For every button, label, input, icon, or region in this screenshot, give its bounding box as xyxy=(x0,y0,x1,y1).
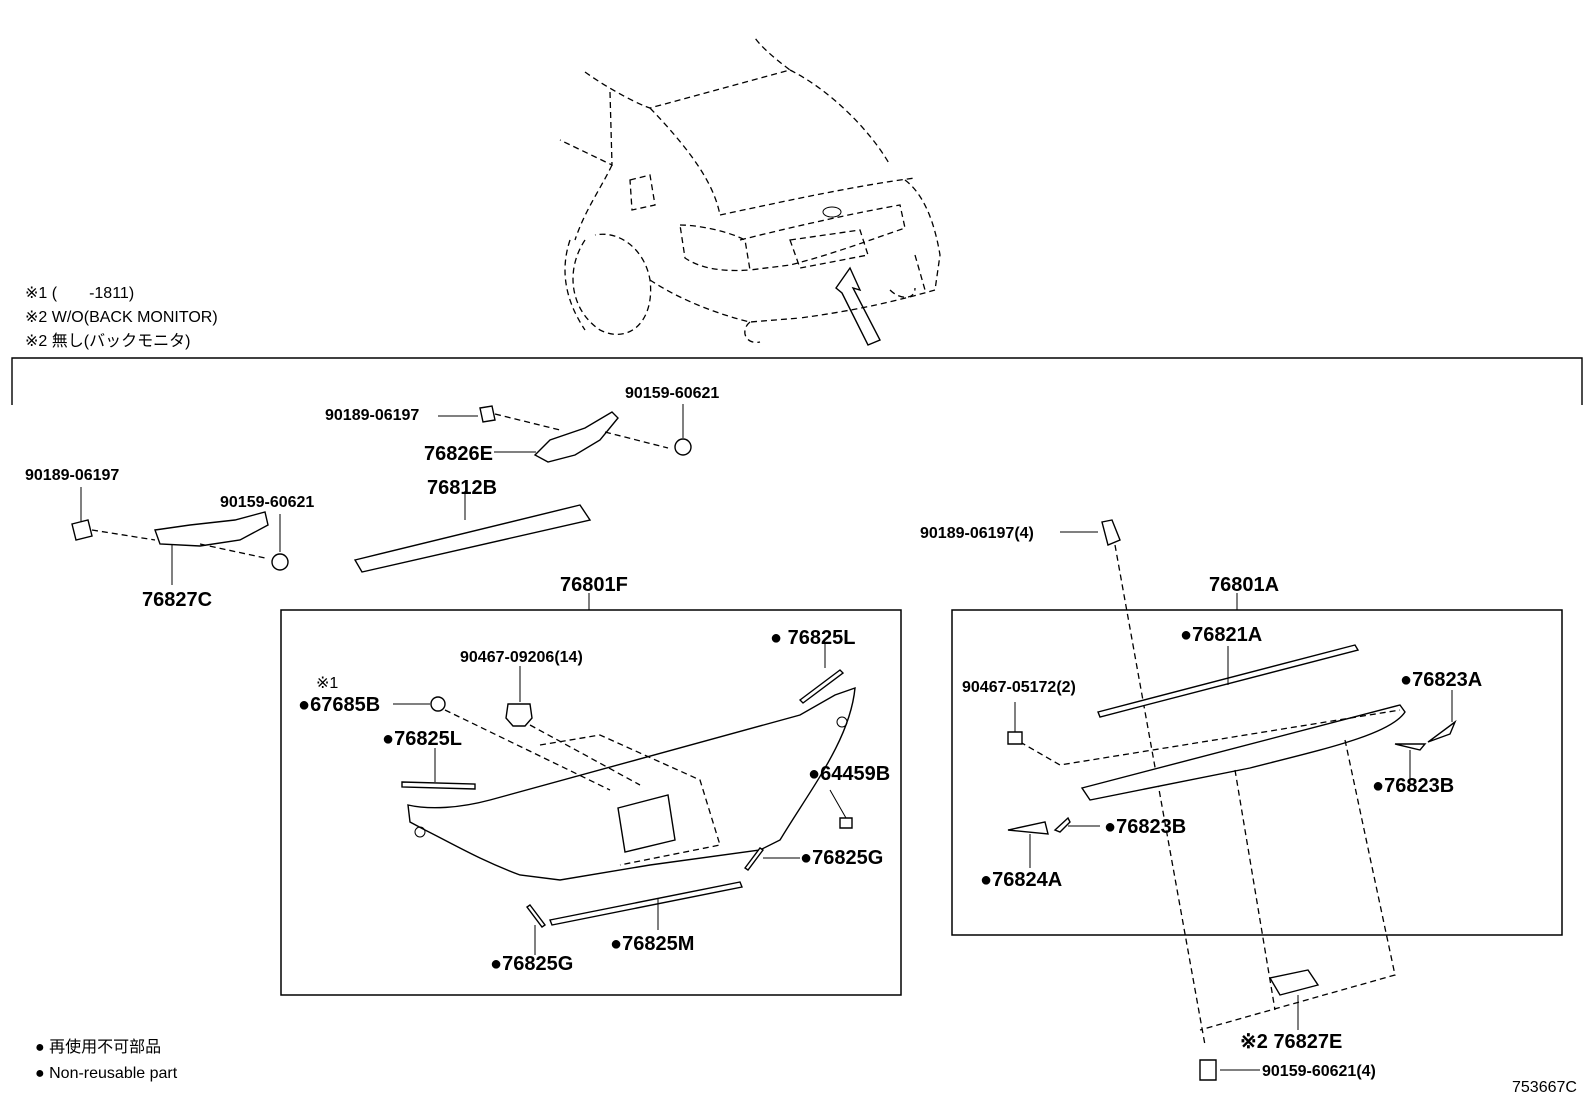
clip-90467-09206 xyxy=(505,703,533,727)
car-rear-illustration xyxy=(559,37,941,346)
garnish-76801A xyxy=(1080,704,1406,801)
label-90159-top: 90159-60621 xyxy=(625,385,719,402)
plate-recess xyxy=(617,794,676,853)
screw-90159-left xyxy=(271,553,289,571)
group-76827C xyxy=(71,487,289,585)
bracket-76827E xyxy=(1268,969,1320,996)
molding-76825L-b xyxy=(401,781,476,790)
label-76823B-b: ●76823B xyxy=(1104,816,1186,838)
drawing-id: 753667C xyxy=(1512,1079,1577,1096)
label-76827E: ※2 76827E xyxy=(1240,1031,1342,1053)
label-76821A: ●76821A xyxy=(1180,624,1262,646)
label-76825G-a: ●76825G xyxy=(800,847,883,869)
molding-76823B-a xyxy=(1394,743,1427,751)
legend-en: ● Non-reusable part xyxy=(35,1065,178,1082)
label-76825L-a: ● 76825L xyxy=(770,627,855,649)
section-bracket xyxy=(11,357,1583,405)
label-90159-4: 90159-60621(4) xyxy=(1262,1063,1376,1080)
label-76825G-b: ●76825G xyxy=(490,953,573,975)
molding-76825G-a xyxy=(743,847,765,871)
label-76823B-a: ●76823B xyxy=(1372,775,1454,797)
label-76801F: 76801F xyxy=(560,574,628,596)
label-76827C: 76827C xyxy=(142,589,212,611)
label-90467-05172: 90467-05172(2) xyxy=(962,679,1076,696)
label-67685B: ●67685B xyxy=(298,694,380,716)
label-76826E: 76826E xyxy=(424,443,493,465)
label-90189-4: 90189-06197(4) xyxy=(920,525,1034,542)
molding-76823A xyxy=(1427,719,1457,743)
bolt-90159-4 xyxy=(1199,1059,1217,1081)
note-1: ※1 ( -1811) xyxy=(25,285,134,302)
molding-76824A xyxy=(1007,821,1049,835)
pad-64459B xyxy=(839,817,853,829)
clip-90189-left xyxy=(71,519,93,541)
box-76801F xyxy=(280,609,902,996)
molding-76825G-b xyxy=(525,904,547,928)
label-76825L-b: ●76825L xyxy=(382,728,462,750)
label-90189-left: 90189-06197 xyxy=(25,467,119,484)
box-76801A xyxy=(951,609,1563,936)
screw-90159-top xyxy=(674,438,692,456)
group-76826E xyxy=(438,404,692,463)
garnish-76801F xyxy=(407,686,856,881)
molding-76825M xyxy=(549,881,743,926)
molding-76812B xyxy=(353,504,592,573)
label-90467-09206: 90467-09206(14) xyxy=(460,649,583,666)
molding-76823B-b xyxy=(1053,816,1071,833)
bracket-76827C xyxy=(154,511,269,547)
label-mark-1: ※1 xyxy=(316,675,338,692)
note-3: ※2 無し(バックモニタ) xyxy=(25,332,190,350)
label-76812B: 76812B xyxy=(427,477,497,499)
label-90159-left: 90159-60621 xyxy=(220,494,314,511)
label-76825M: ●76825M xyxy=(610,933,694,955)
label-76824A: ●76824A xyxy=(980,869,1062,891)
label-90189-top: 90189-06197 xyxy=(325,407,419,424)
note-2: ※2 W/O(BACK MONITOR) xyxy=(25,309,218,326)
clip-90189-4 xyxy=(1101,519,1121,546)
molding-76825L-a xyxy=(798,669,845,704)
clip-90467-05172 xyxy=(1007,731,1023,745)
label-76823A: ●76823A xyxy=(1400,669,1482,691)
label-64459B: ●64459B xyxy=(808,763,890,785)
legend-jp: ● 再使用不可部品 xyxy=(35,1038,161,1056)
clip-90189-top xyxy=(479,405,496,423)
clip-67685B xyxy=(430,696,446,712)
group-76812B xyxy=(353,491,592,573)
bracket-76826E xyxy=(533,411,619,463)
label-76801A: 76801A xyxy=(1209,574,1279,596)
